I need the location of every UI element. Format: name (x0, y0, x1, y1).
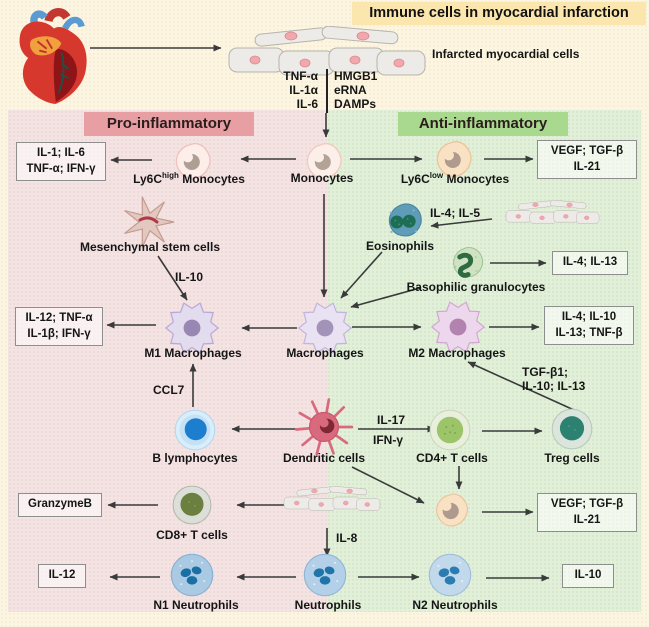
n2-neutrophils-label: N2 Neutrophils (412, 598, 498, 612)
monocytes-label: Monocytes (290, 171, 354, 185)
basophilic-granulocytes-label: Basophilic granulocytes (406, 280, 546, 294)
anti-macrophage-output-box: VEGF; TGF-β IL-21 (537, 493, 637, 533)
ly6c-high-monocyte-cell (175, 142, 211, 179)
cd8-output-box: GranzymeB (18, 493, 102, 517)
ly6c-high-monocytes-label: Ly6Chigh Monocytes (133, 171, 245, 186)
mesenchymal-stem-cell (124, 196, 175, 248)
ifng-arrow-label: IFN-γ (373, 433, 403, 447)
n1-neutrophils-label: N1 Neutrophils (153, 598, 239, 612)
treg-cell (551, 408, 593, 450)
pro-inflammatory-region (8, 110, 327, 612)
anti-monocyte-output-box: VEGF; TGF-β IL-21 (537, 140, 637, 180)
basophil-output-box: IL-4; IL-13 (552, 251, 628, 275)
myocardial-cells-graphic-right (505, 200, 600, 224)
page-title: Immune cells in myocardial infarction (352, 2, 646, 25)
monocytes-cell (306, 142, 342, 179)
b-lymphocyte-cell (174, 409, 216, 451)
macrophages-label: Macrophages (286, 346, 364, 360)
il8-arrow-label: IL-8 (336, 531, 358, 545)
m1-macrophage-cell (164, 302, 220, 354)
dendritic-cell (294, 398, 354, 456)
n1-output-box: IL-12 (38, 564, 86, 588)
cd4-t-cell (429, 409, 471, 451)
tgfb1-arrow-label: TGF-β1; IL-10; IL-13 (522, 365, 586, 394)
released-factors-divider (326, 69, 328, 113)
il17-arrow-label: IL-17 (377, 413, 406, 427)
anti-inflammatory-header: Anti-inflammatory (398, 112, 568, 136)
dendritic-cells-label: Dendritic cells (282, 451, 366, 465)
ly6c-low-monocyte-cell (436, 140, 472, 177)
released-factors-left-column: TNF-α IL-1α IL-6 (283, 69, 318, 111)
pro-monocyte-output-box: IL-1; IL-6 TNF-α; IFN-γ (16, 142, 106, 182)
basophilic-granulocyte-cell (453, 247, 484, 278)
m2-macrophage-cell (430, 301, 486, 353)
m2-macrophages-label: M2 Macrophages (408, 346, 506, 360)
treg-cells-label: Treg cells (544, 451, 600, 465)
released-factors-right-column: HMGB1 eRNA DAMPs (334, 69, 378, 111)
heart-illustration (19, 8, 87, 104)
mesenchymal-stem-cells-label: Mesenchymal stem cells (79, 240, 221, 254)
macrophages-cell (297, 302, 353, 354)
neutrophils-label: Neutrophils (294, 598, 362, 612)
eosinophils-label: Eosinophils (365, 239, 434, 253)
n1-neutrophil-cell (170, 553, 214, 597)
infarcted-myocardial-cells-label: Infarcted myocardial cells (432, 47, 580, 61)
myocardial-cells-graphic-bottom (283, 486, 381, 511)
ccl7-arrow-label: CCL7 (153, 383, 185, 397)
pro-inflammatory-header: Pro-inflammatory (84, 112, 254, 136)
ly6c-low-monocytes-label: Ly6Clow Monocytes (400, 171, 510, 186)
cd8-t-cells-label: CD8+ T cells (156, 528, 228, 542)
m1-output-box: IL-12; TNF-α IL-1β; IFN-γ (15, 307, 103, 347)
b-lymphocytes-label: B lymphocytes (152, 451, 238, 465)
eosinophil-cell (388, 203, 422, 237)
neutrophils-cell (303, 553, 347, 597)
cd4-t-cells-label: CD4+ T cells (416, 451, 488, 465)
m1-macrophages-label: M1 Macrophages (144, 346, 242, 360)
cd8-t-cell (172, 485, 212, 525)
il4-il5-arrow-label: IL-4; IL-5 (430, 206, 480, 220)
m2-output-box: IL-4; IL-10 IL-13; TNF-β (544, 306, 634, 346)
anti-inflammatory-macrophage-cell (436, 493, 469, 527)
il10-arrow-label: IL-10 (175, 270, 204, 284)
n2-output-box: IL-10 (562, 564, 614, 588)
n2-neutrophil-cell (428, 553, 472, 597)
